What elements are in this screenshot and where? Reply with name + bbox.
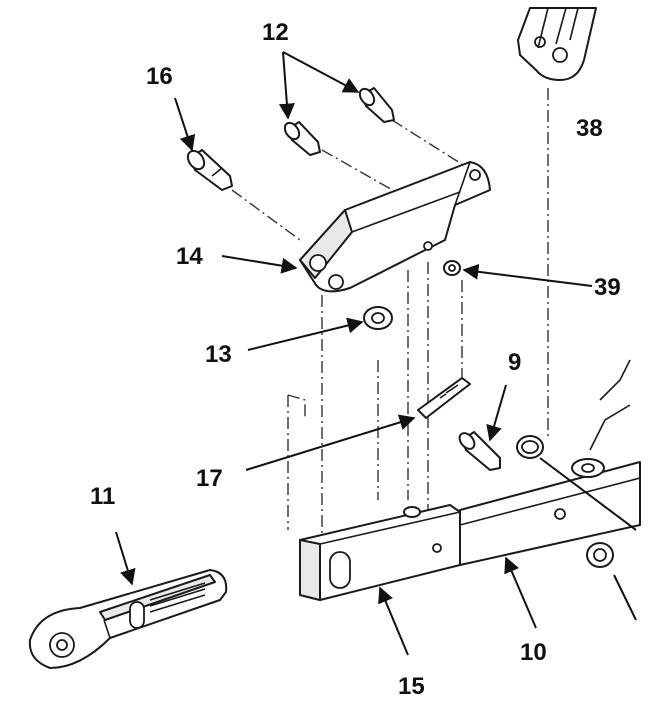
callout-10: 10 xyxy=(520,639,547,666)
callout-38: 38 xyxy=(576,115,603,142)
part-16-pin xyxy=(186,149,233,191)
callout-17: 17 xyxy=(196,465,223,492)
part-15-sleeve xyxy=(299,504,461,601)
part-13-washer xyxy=(363,306,393,330)
part-9-pin xyxy=(458,431,501,471)
part-38-bracket xyxy=(517,7,597,81)
beam-washer xyxy=(586,542,614,568)
part-11-arm xyxy=(28,569,228,669)
callout-11: 11 xyxy=(90,483,115,510)
callout-13: 13 xyxy=(205,341,232,368)
callout-14: 14 xyxy=(176,243,203,270)
callout-16: 16 xyxy=(146,63,173,90)
callout-12: 12 xyxy=(262,19,289,46)
callout-15: 15 xyxy=(398,673,425,700)
callout-9: 9 xyxy=(508,349,521,376)
part-14-arm-bracket xyxy=(299,161,491,293)
callout-39: 39 xyxy=(594,274,621,301)
leader-lines xyxy=(115,51,637,656)
part-17-spring-pin xyxy=(417,377,471,419)
part-12-pins xyxy=(283,87,395,156)
o-ring xyxy=(516,435,544,459)
assembly-center-lines xyxy=(231,88,549,540)
part-39-washer xyxy=(443,260,461,276)
